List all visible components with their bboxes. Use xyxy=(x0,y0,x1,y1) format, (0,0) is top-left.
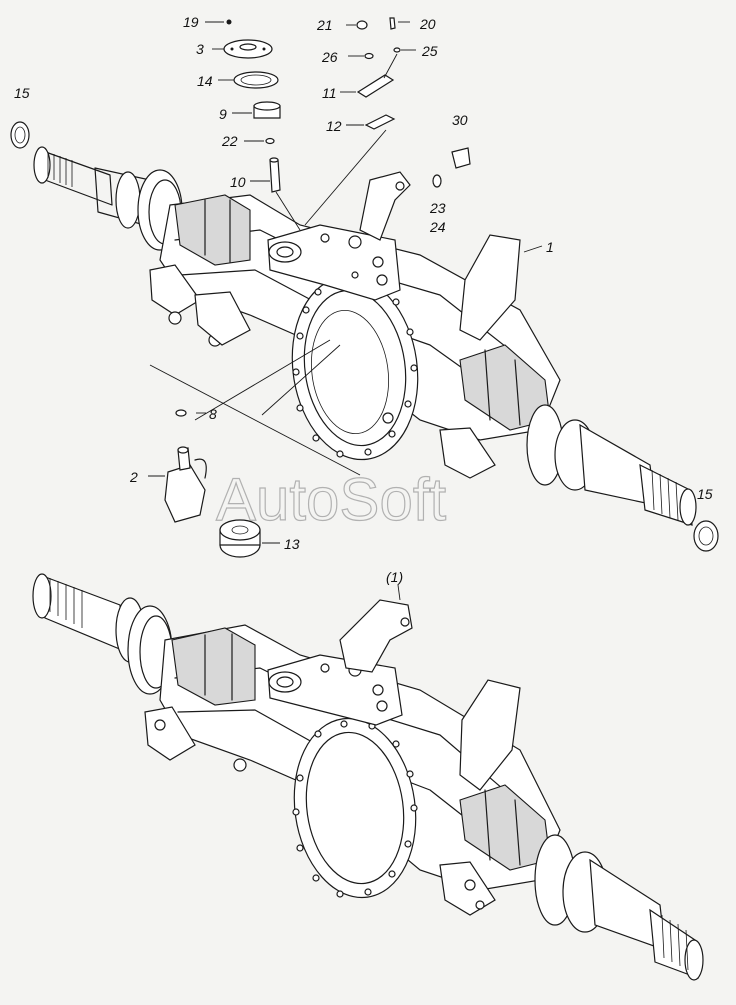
callout-8: 8 xyxy=(209,406,217,422)
callout-22: 22 xyxy=(221,133,238,149)
loose-parts-top xyxy=(10,17,719,558)
part-22-nut-icon xyxy=(265,137,275,145)
callout-19: 19 xyxy=(183,14,199,30)
callout-15-right: 15 xyxy=(697,486,713,502)
callout-11: 11 xyxy=(322,85,337,101)
callout-14: 14 xyxy=(197,73,213,89)
part-19-screw-icon xyxy=(226,19,232,25)
bottom-left-shaft xyxy=(32,573,173,695)
bottom-axle-assembly: (1) xyxy=(32,569,704,981)
part-21-nut-icon xyxy=(356,20,368,30)
callout-26: 26 xyxy=(321,49,338,65)
callout-23: 23 xyxy=(429,200,446,216)
part-10-stud-icon xyxy=(269,159,281,193)
left-axle-shaft xyxy=(33,146,183,251)
callout-13: 13 xyxy=(284,536,300,552)
callout-10: 10 xyxy=(230,174,246,190)
part-12-gasket-icon xyxy=(364,114,396,130)
top-axle-assembly: 19 3 14 9 22 10 21 20 26 25 11 12 30 23 … xyxy=(10,14,719,558)
part-23-oring-icon xyxy=(432,174,442,188)
part-8-oring-icon xyxy=(175,409,187,417)
bracket-part-1 xyxy=(359,171,521,341)
callouts-top: 19 3 14 9 22 10 21 20 26 25 11 12 30 23 … xyxy=(14,14,713,552)
part-30-breather-icon xyxy=(451,147,471,169)
leader-lines-top xyxy=(148,21,543,544)
bottom-right-hub-shaft xyxy=(439,784,704,981)
callout-25: 25 xyxy=(421,43,438,59)
callout-24: 24 xyxy=(429,219,446,235)
part-13-gear-icon xyxy=(219,519,261,558)
callout-15-left: 15 xyxy=(14,85,30,101)
part-2-sensor-icon xyxy=(164,446,207,523)
callout-30: 30 xyxy=(452,112,468,128)
callout-21: 21 xyxy=(316,17,333,33)
right-hub-shaft xyxy=(439,344,697,526)
bottom-bowl-bolt-holes xyxy=(292,720,418,898)
part-26-washer-icon xyxy=(364,52,374,60)
watermark-text: AutoSoft xyxy=(216,466,446,533)
callout-3: 3 xyxy=(196,41,204,57)
callout-1: 1 xyxy=(546,239,554,255)
part-15-seal-right-icon xyxy=(693,520,719,552)
part-11-plate-icon xyxy=(356,74,395,98)
callout-12: 12 xyxy=(326,118,342,134)
part-25-washer-icon xyxy=(393,47,401,53)
part-20-bolt-icon xyxy=(389,17,396,30)
axle-housing-main xyxy=(149,194,561,461)
callout-1-reference: (1) xyxy=(386,569,403,585)
part-15-seal-left-icon xyxy=(10,121,30,149)
callout-2: 2 xyxy=(129,469,138,485)
bottom-housing-main xyxy=(144,599,561,899)
callout-20: 20 xyxy=(419,16,436,32)
callout-9: 9 xyxy=(219,106,227,122)
